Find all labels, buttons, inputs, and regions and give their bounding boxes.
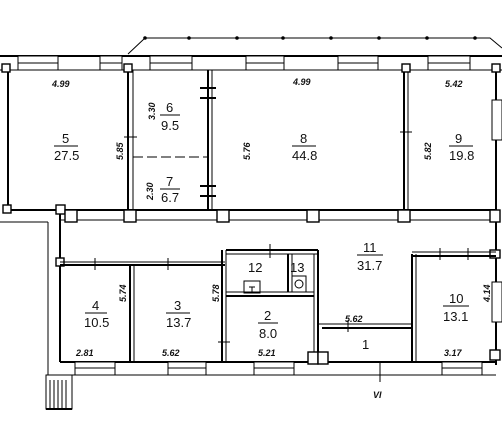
dim-bottom-4: 3.17 — [444, 348, 463, 358]
dim-room8-h: 5.76 — [242, 141, 252, 160]
room-area-2: 8.0 — [259, 326, 277, 341]
room-area-4: 10.5 — [84, 315, 109, 330]
room-area-5: 27.5 — [54, 148, 79, 163]
bottom-windows — [74, 361, 483, 376]
room-area-6: 9.5 — [161, 118, 179, 133]
right-windows — [491, 99, 502, 323]
room-12-fixtures — [243, 275, 307, 294]
room-area-7: 6.7 — [161, 190, 179, 205]
door-marks — [124, 87, 412, 197]
dim-top-left: 4.99 — [51, 79, 70, 89]
room-number-3: 3 — [174, 298, 181, 313]
room-number-10: 10 — [449, 291, 463, 306]
dim-bottom-3: 5.21 — [258, 348, 276, 358]
room-number-7: 7 — [166, 174, 173, 189]
entrance-steps — [45, 374, 73, 410]
room-number-6: 6 — [166, 100, 173, 115]
room-area-11: 31.7 — [357, 258, 382, 273]
dim-room6-h: 3.30 — [147, 102, 157, 120]
dimension-labels: 4.99 4.99 5.42 3.30 2.30 5.85 5.76 5.82 … — [51, 77, 492, 358]
room-number-9: 9 — [455, 131, 462, 146]
dim-bottom-1: 2.81 — [75, 348, 94, 358]
room-number-1: 1 — [362, 337, 369, 352]
columns — [1, 63, 501, 365]
dim-room3-h: 5.78 — [211, 284, 221, 302]
dim-corridor: 5.62 — [345, 314, 363, 324]
dim-bottom-2: 5.62 — [162, 348, 180, 358]
room-area-10: 13.1 — [443, 309, 468, 324]
dim-top-mid: 4.99 — [292, 77, 311, 87]
section-label: VI — [373, 390, 382, 400]
room-area-9: 19.8 — [449, 148, 474, 163]
room-number-11: 11 — [363, 240, 377, 255]
room-area-8: 44.8 — [292, 148, 317, 163]
dim-room4-h: 5.74 — [118, 284, 128, 302]
room-number-13: 13 — [290, 260, 304, 275]
room-number-12: 12 — [248, 260, 262, 275]
room-number-2: 2 — [264, 308, 271, 323]
dim-room9-h: 5.82 — [423, 142, 433, 160]
roof-outline — [127, 37, 502, 55]
room-labels: 5 27.5 6 9.5 7 6.7 8 44.8 9 19.8 11 31.7… — [54, 100, 474, 352]
dim-top-right: 5.42 — [445, 79, 463, 89]
room-area-3: 13.7 — [166, 315, 191, 330]
lower-partitions — [60, 249, 496, 362]
dim-room7-h: 2.30 — [145, 182, 155, 201]
dim-right-h: 4.14 — [482, 284, 492, 303]
room-number-5: 5 — [62, 131, 69, 146]
room-number-8: 8 — [300, 131, 307, 146]
room-number-4: 4 — [92, 298, 99, 313]
dim-room5-h: 5.85 — [115, 141, 125, 160]
lower-door-marks — [94, 244, 469, 343]
roof-markers — [143, 36, 477, 40]
top-windows — [17, 55, 471, 71]
